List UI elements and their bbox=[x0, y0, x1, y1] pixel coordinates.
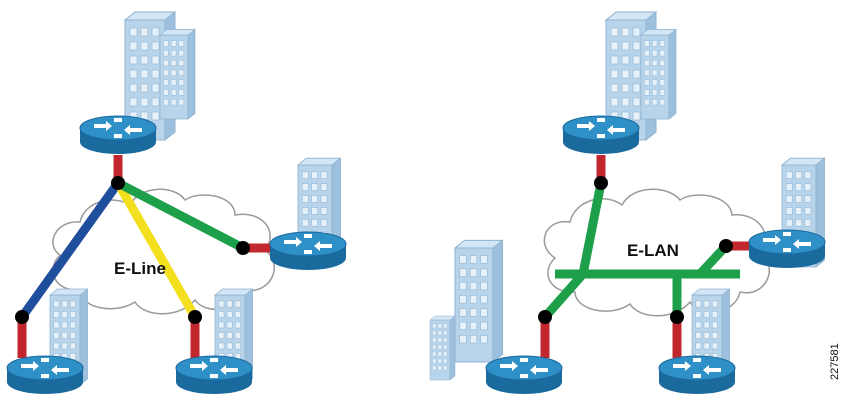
eline-label: E-Line bbox=[114, 259, 166, 278]
evc-blue bbox=[17, 178, 123, 322]
uni-nodes bbox=[538, 176, 733, 324]
router-icon bbox=[6, 355, 84, 395]
eline-diagram: E-Line bbox=[6, 11, 347, 395]
elan-diagram: E-LAN bbox=[429, 11, 826, 395]
building-icon bbox=[454, 239, 503, 363]
building-icon bbox=[429, 315, 456, 381]
router-icon bbox=[269, 231, 347, 271]
router-icon bbox=[79, 115, 157, 155]
router-icon bbox=[175, 355, 253, 395]
building-icon bbox=[640, 29, 677, 120]
elan-label: E-LAN bbox=[627, 241, 679, 260]
uni-nodes bbox=[15, 176, 250, 324]
evc-yellow bbox=[113, 178, 200, 322]
router-icon bbox=[748, 229, 826, 269]
router-icon bbox=[485, 355, 563, 395]
building-icon bbox=[159, 29, 196, 120]
router-icon bbox=[658, 355, 736, 395]
figure-id: 227581 bbox=[829, 343, 841, 380]
router-icon bbox=[562, 115, 640, 155]
evc-green bbox=[113, 178, 248, 253]
